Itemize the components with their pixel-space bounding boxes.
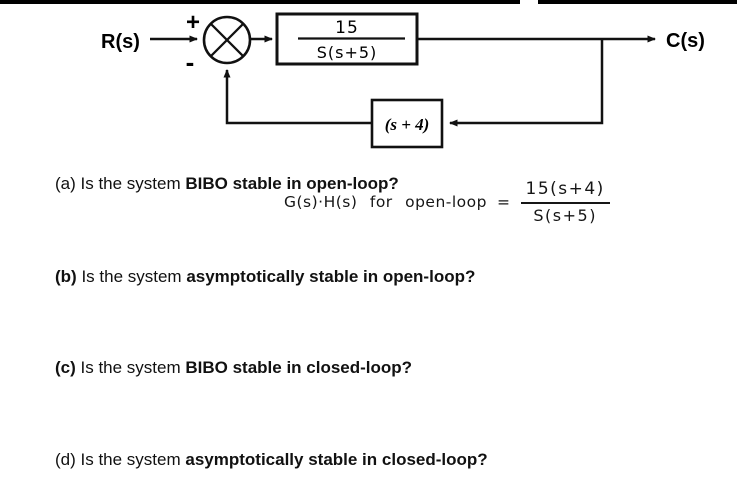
question-c-id: (c) [55,358,76,377]
question-d: (d) Is the system asymptotically stable … [55,449,488,470]
feedback-return-arrow [223,69,372,125]
question-a: (a) Is the system BIBO stable in open-lo… [55,173,399,194]
equation-lhs: G(s)·H(s) for open-loop [284,193,487,211]
question-d-prefix: Is the system [75,450,186,469]
forward-block-denominator: S(s+5) [317,43,378,62]
question-b-prefix: Is the system [76,267,187,286]
question-c-bold: BIBO stable in closed-loop? [185,358,413,377]
feedback-block-label: (s + 4) [385,115,430,134]
sum-minus-sign: - [186,47,195,77]
summing-junction-icon [202,15,252,65]
input-signal-label: R(s) [101,31,140,53]
question-b-id: (b) [55,267,77,286]
fraction-denominator: S(s+5) [533,205,597,225]
forward-block: 15 S(s+5) [275,12,419,66]
handwritten-open-loop-equation: G(s)·H(s) for open-loop = 15(s+4) S(s+5) [284,176,610,228]
question-c: (c) Is the system BIBO stable in closed-… [55,357,412,378]
question-a-prefix: Is the system [75,174,186,193]
question-a-bold: BIBO stable in open-loop? [185,174,399,193]
forward-block-numerator: 15 [335,18,359,38]
block-diagram: R(s) + - 15 S(s+5) C(s) (s + 4) [101,9,705,149]
top-border-notch [520,0,538,4]
question-d-bold: asymptotically stable in closed-loop? [185,450,488,469]
fraction-numerator: 15(s+4) [520,179,610,204]
feedback-block: (s + 4) [370,98,444,149]
output-signal-label: C(s) [666,30,705,52]
equation-fraction: 15(s+4) S(s+5) [520,179,610,225]
equals-sign: = [497,193,511,211]
top-border-line [0,0,737,4]
question-b-bold: asymptotically stable in open-loop? [186,267,476,286]
question-d-id: (d) [55,450,76,469]
sum-plus-sign: + [186,9,200,36]
question-c-prefix: Is the system [75,358,186,377]
question-b: (b) Is the system asymptotically stable … [55,266,475,287]
takeoff-to-feedback-arrow [449,39,604,127]
question-a-id: (a) [55,174,76,193]
